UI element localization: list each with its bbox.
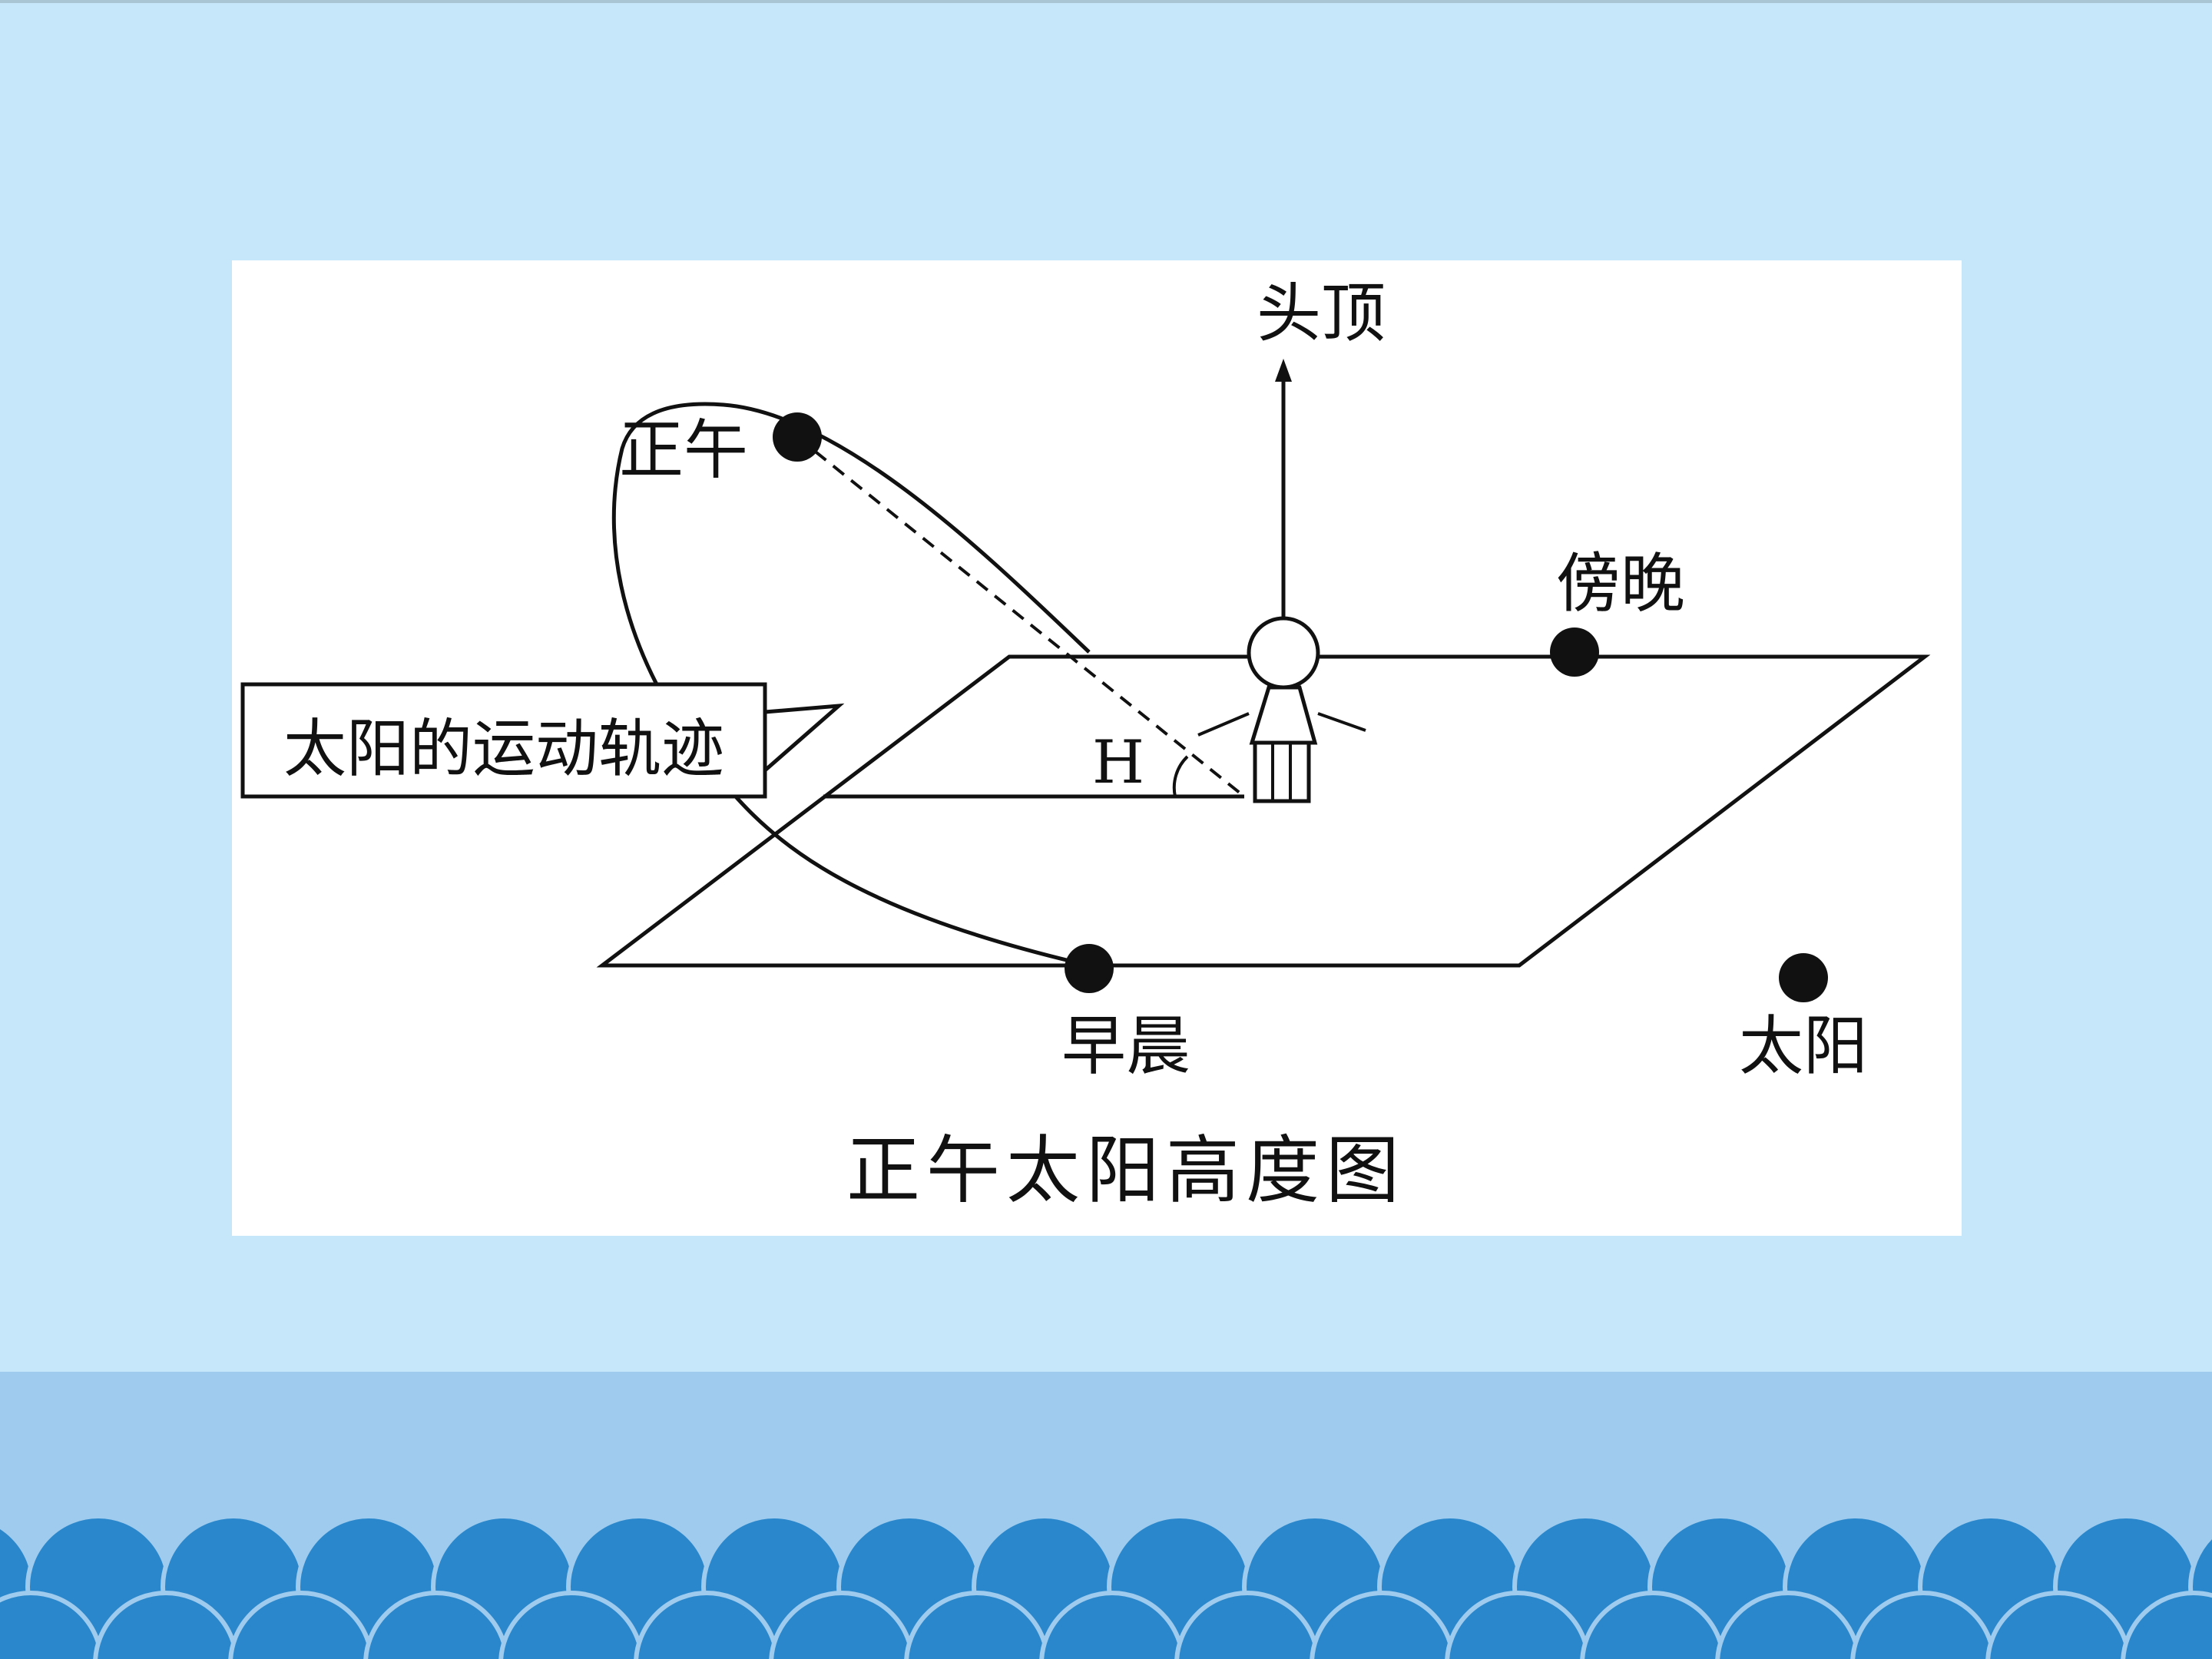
- wave-scallop: [228, 1591, 374, 1659]
- wave-scallop: [1580, 1591, 1726, 1659]
- noon-label: 正午: [619, 412, 748, 488]
- wave-scallop: [1039, 1591, 1185, 1659]
- wave-scallop: [363, 1591, 509, 1659]
- sun-legend-label: 太阳: [1739, 1008, 1868, 1084]
- diagram-title: 正午太阳高度图: [846, 1128, 1406, 1214]
- observer-figure: [1197, 616, 1366, 803]
- wave-scallop: [769, 1591, 915, 1659]
- zenith-arrowhead: [1275, 359, 1292, 382]
- wave-row-front: [0, 1591, 2212, 1659]
- wave-scallop: [1310, 1591, 1455, 1659]
- solar-altitude-diagram: 头顶 正午 傍晚 早晨 太阳 H 太阳的运动轨迹 正午太阳高度图: [240, 276, 1931, 1214]
- wave-scallop: [1715, 1591, 1861, 1659]
- decorative-waves: [0, 1514, 2212, 1659]
- noon-sun-dot: [773, 412, 822, 462]
- wave-scallop: [1985, 1591, 2131, 1659]
- wave-scallop: [498, 1591, 644, 1659]
- wave-scallop: [1850, 1591, 1996, 1659]
- angle-label: H: [1092, 728, 1144, 797]
- ground-plane: [596, 654, 1931, 968]
- morning-label: 早晨: [1061, 1008, 1190, 1084]
- dusk-label: 傍晚: [1556, 546, 1685, 621]
- wave-scallop: [93, 1591, 239, 1659]
- morning-sun-dot: [1065, 944, 1114, 993]
- dusk-sun-dot: [1550, 628, 1599, 677]
- diagram-panel: 头顶 正午 傍晚 早晨 太阳 H 太阳的运动轨迹 正午太阳高度图: [232, 260, 1962, 1236]
- wave-scallop: [1174, 1591, 1320, 1659]
- wave-scallop: [0, 1591, 104, 1659]
- path-callout-pointer: [763, 703, 845, 772]
- wave-scallop: [904, 1591, 1050, 1659]
- sun-legend-dot: [1779, 953, 1828, 1002]
- wave-scallop: [634, 1591, 780, 1659]
- zenith-label: 头顶: [1257, 276, 1386, 351]
- noon-sun-ray: [796, 435, 1246, 798]
- altitude-angle-arc: [1172, 755, 1189, 797]
- path-callout-box: [240, 682, 767, 799]
- sun-path-curve: [611, 402, 1091, 968]
- wave-scallop: [2121, 1591, 2212, 1659]
- path-callout-label: 太阳的运动轨迹: [283, 713, 724, 786]
- wave-scallop: [1445, 1591, 1591, 1659]
- top-border: [0, 0, 2212, 3]
